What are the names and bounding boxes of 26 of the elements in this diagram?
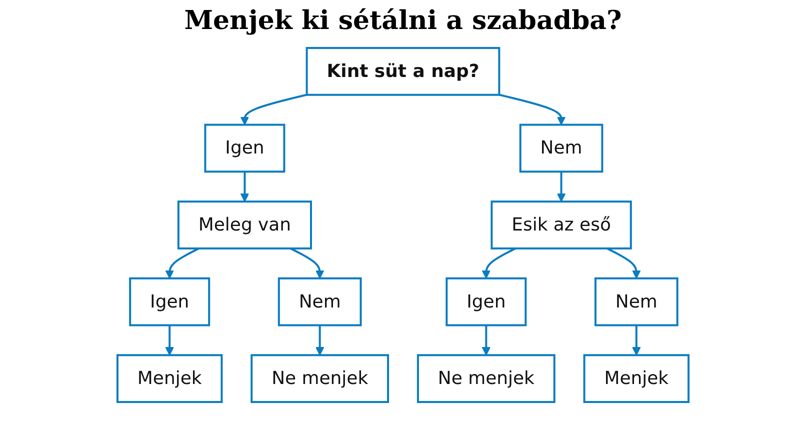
diagram-title: Menjek ki sétálni a szabadba?: [183, 6, 623, 36]
node-box: Nem: [519, 124, 604, 173]
arrow: [482, 248, 516, 279]
node-box: Igen: [446, 277, 527, 326]
node-box: Menjek: [583, 354, 690, 404]
arrow: [240, 94, 308, 126]
node-box: Kint süt a nap?: [306, 46, 500, 96]
arrow: [498, 94, 566, 126]
node-box: Igen: [129, 277, 210, 326]
arrow: [165, 325, 174, 356]
node-box: Ne menjek: [416, 354, 556, 404]
node-box: Menjek: [116, 354, 223, 404]
node-box: Nem: [278, 277, 362, 326]
arrow: [290, 248, 324, 279]
arrow: [482, 325, 491, 356]
node-box: Igen: [204, 124, 286, 173]
arrow: [240, 172, 250, 202]
arrow: [632, 325, 641, 356]
arrow: [556, 172, 566, 202]
node-box: Esik az eső: [490, 200, 632, 250]
node-box: Ne menjek: [250, 354, 390, 404]
arrow: [165, 248, 200, 279]
arrow: [606, 248, 641, 279]
arrow: [315, 325, 324, 356]
node-box: Meleg van: [177, 200, 312, 250]
node-box: Nem: [594, 277, 678, 326]
